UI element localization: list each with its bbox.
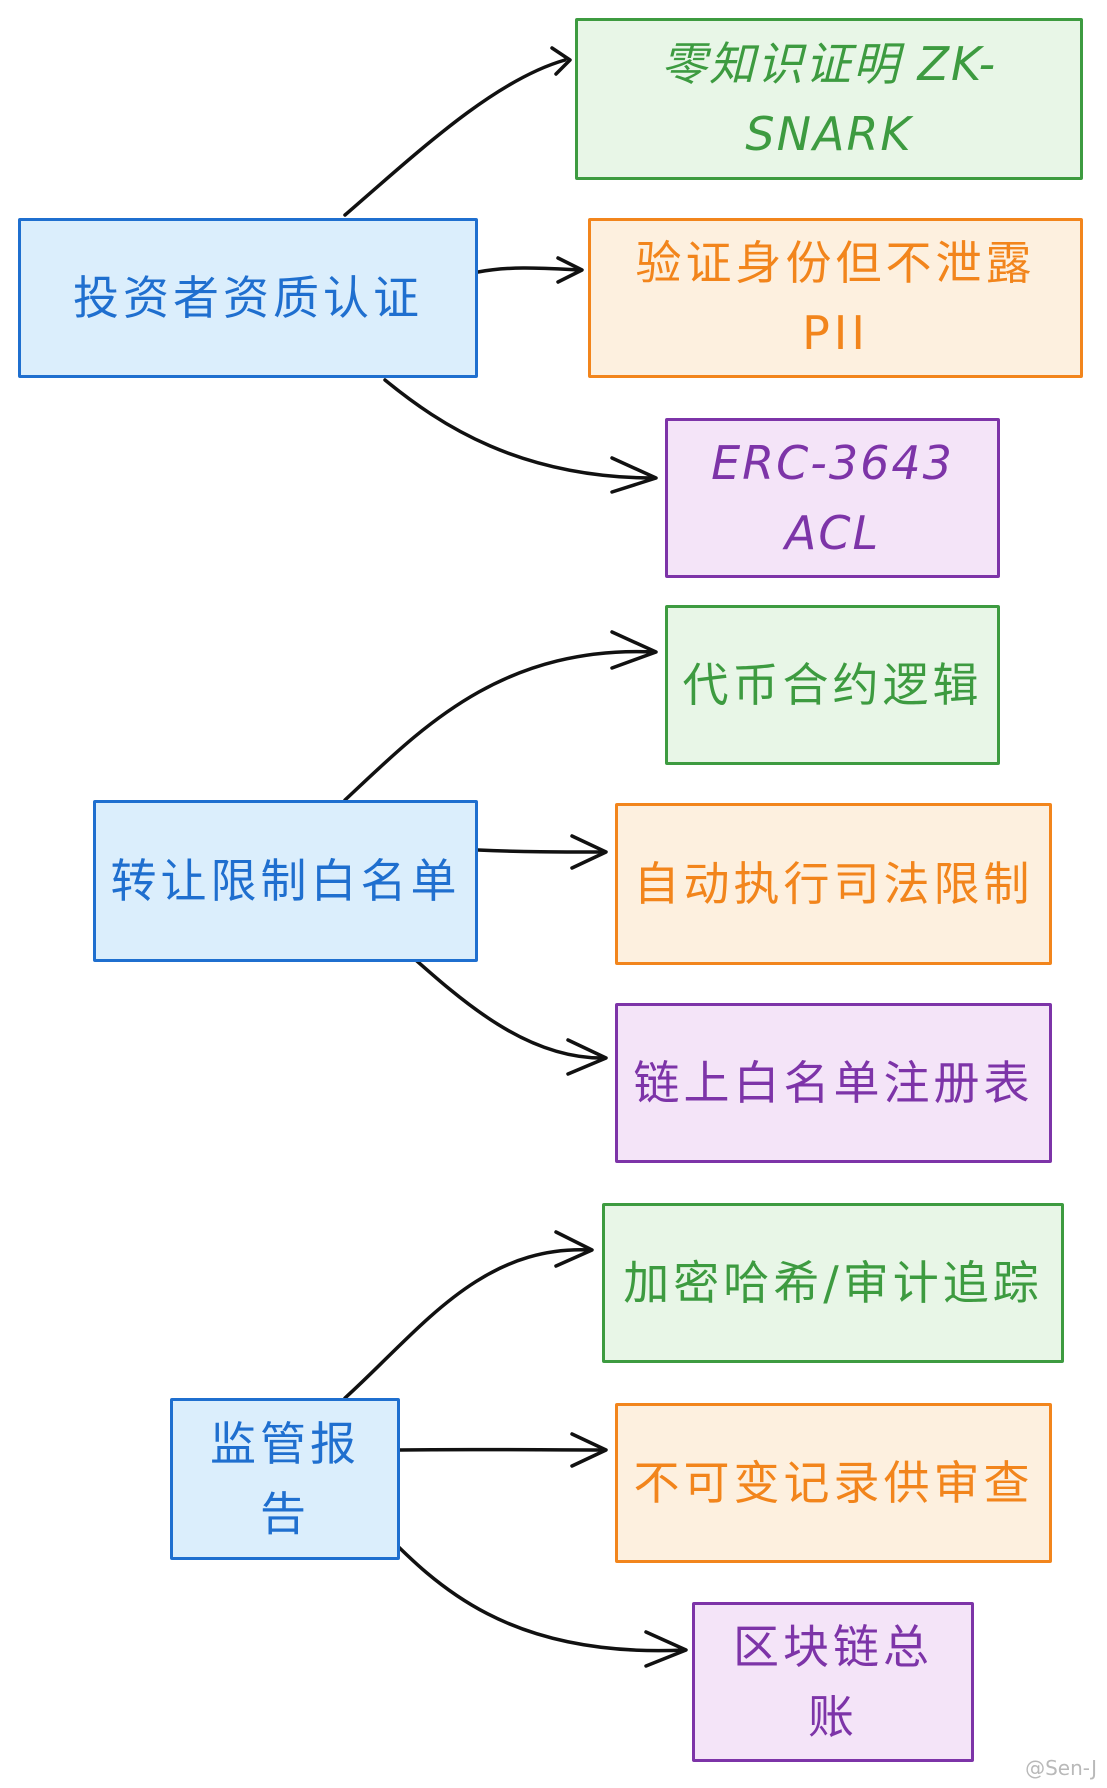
leaf-node-onchain-whitelist-registry: 链上白名单注册表 — [615, 1003, 1052, 1163]
watermark: @Sen-J — [1025, 1756, 1097, 1780]
node-label: 自动执行司法限制 — [633, 857, 1034, 911]
node-label: 代币合约逻辑 — [682, 658, 983, 712]
node-label: 区块链总账 — [733, 1620, 933, 1744]
arrowhead-r3-l9 — [644, 1630, 688, 1668]
arrowhead-r3-l7 — [554, 1230, 594, 1268]
node-label: 监管报告 — [210, 1417, 360, 1541]
arrowhead-r1-l1 — [550, 46, 572, 76]
edge-r3-l7 — [343, 1248, 592, 1400]
leaf-node-hash-audit-trail: 加密哈希/审计追踪 — [602, 1203, 1064, 1363]
leaf-node-blockchain-ledger: 区块链总账 — [692, 1602, 974, 1762]
arrowhead-r1-l2 — [556, 256, 584, 284]
node-label: 投资者资质认证 — [73, 271, 423, 325]
edge-r2-l4 — [343, 649, 657, 802]
edge-r1-l1 — [343, 58, 567, 217]
arrowhead-r2-l4 — [610, 630, 658, 670]
root-node-investor-accreditation: 投资者资质认证 — [18, 218, 478, 378]
node-label: 不可变记录供审查 — [633, 1456, 1034, 1510]
leaf-node-immutable-records: 不可变记录供审查 — [615, 1403, 1052, 1563]
leaf-node-token-contract-logic: 代币合约逻辑 — [665, 605, 1000, 765]
edge-r1-l3 — [383, 378, 657, 480]
arrowhead-r2-l5 — [570, 834, 608, 870]
edge-r1-l2 — [476, 266, 582, 274]
node-label: 加密哈希/审计追踪 — [623, 1256, 1043, 1310]
node-label: 验证身份但不泄露PII — [635, 236, 1036, 360]
leaf-node-zk-snark: 零知识证明 ZK-SNARK — [575, 18, 1083, 180]
root-node-regulatory-reporting: 监管报告 — [170, 1398, 400, 1560]
edge-r2-l5 — [476, 848, 607, 854]
node-label: 链上白名单注册表 — [633, 1056, 1034, 1110]
node-label: 零知识证明 ZK-SNARK — [660, 37, 998, 161]
arrowhead-r2-l6 — [566, 1038, 608, 1076]
node-label: 转让限制白名单 — [110, 854, 461, 908]
arrowhead-r3-l8 — [570, 1432, 608, 1468]
leaf-node-jurisdiction-restrictions: 自动执行司法限制 — [615, 803, 1052, 965]
leaf-node-verify-identity: 验证身份但不泄露PII — [588, 218, 1083, 378]
arrowhead-r1-l3 — [610, 456, 658, 494]
root-node-transfer-whitelist: 转让限制白名单 — [93, 800, 478, 962]
leaf-node-erc3643-acl: ERC-3643 ACL — [665, 418, 1000, 578]
node-label: ERC-3643 ACL — [711, 436, 954, 560]
